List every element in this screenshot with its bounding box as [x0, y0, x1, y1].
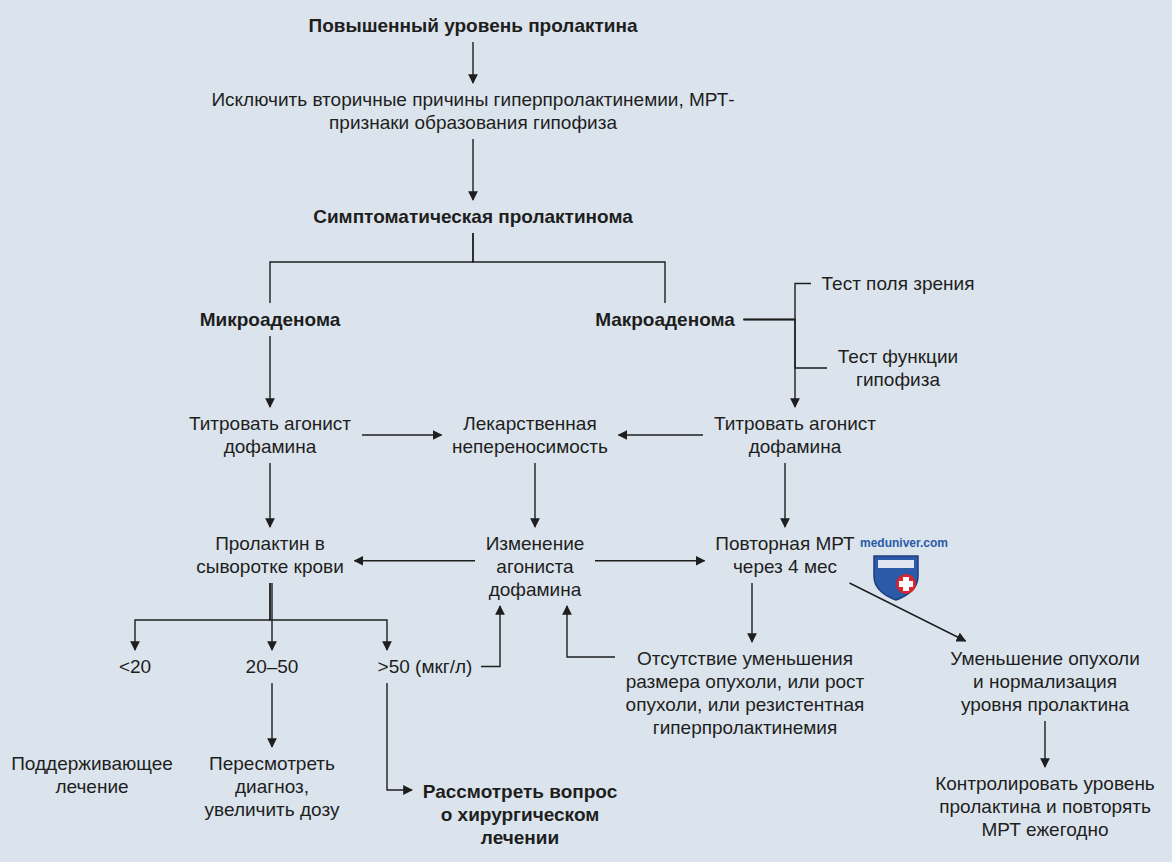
step-text: Микроаденома: [199, 308, 341, 331]
flow-step: Титровать агонист дофамина: [709, 410, 881, 460]
flow-step: Рассмотреть вопрос о хирургическом лечен…: [418, 778, 622, 851]
step-text: Повышенный уровень пролактина: [308, 14, 639, 37]
flow-arrow: [271, 683, 272, 747]
flow-step: Тест поля зрения: [817, 270, 979, 297]
flow-step: Микроаденома: [195, 306, 345, 333]
step-text: Симптоматическая пролактинома: [313, 205, 634, 228]
step-text: 20–50: [245, 655, 299, 678]
flow-arrow: [135, 583, 270, 650]
step-text: Титровать агонист дофамина: [713, 412, 877, 458]
watermark-logo: [874, 556, 918, 600]
step-text: Пролактин в сыворотке крови: [196, 532, 345, 578]
flow-arrow: [567, 606, 615, 657]
step-text: Титровать агонист дофамина: [188, 412, 352, 458]
flow-step: <20: [114, 653, 156, 680]
flow-step: Пролактин в сыворотке крови: [192, 530, 349, 580]
step-text: >50 (мкг/л): [377, 655, 473, 678]
logo-cross: [899, 577, 913, 591]
flow-step: Поддерживающее лечение: [7, 750, 178, 800]
flow-line: [473, 233, 665, 303]
flow-arrow: [751, 583, 752, 642]
flow-arrow: [619, 434, 704, 435]
flow-step: 20–50: [241, 653, 303, 680]
step-text: Отсутствие уменьшения размера опухоли, и…: [625, 647, 865, 739]
step-text: Лекарственная непереносимость: [452, 412, 609, 458]
flow-line: [744, 284, 812, 320]
flow-step: Уменьшение опухоли и нормализация уровня…: [946, 645, 1145, 718]
flow-step: Симптоматическая пролактинома: [309, 203, 638, 230]
flow-step: Контролировать уровень пролактина и повт…: [931, 770, 1160, 843]
step-text: Рассмотреть вопрос о хирургическом лечен…: [422, 780, 618, 849]
flow-step: Лекарственная непереносимость: [448, 410, 613, 460]
flow-arrow: [387, 683, 412, 790]
flow-arrow: [271, 583, 272, 650]
flow-step: Отсутствие уменьшения размера опухоли, и…: [621, 645, 869, 741]
step-text: Макроаденома: [595, 308, 736, 331]
step-text: Тест функции гипофиза: [837, 345, 959, 391]
step-text: Контролировать уровень пролактина и повт…: [935, 772, 1156, 841]
flow-step: Тест функции гипофиза: [833, 343, 963, 393]
flow-arrow: [362, 434, 442, 435]
step-text: Пересмотреть диагноз, увеличить дозу: [204, 752, 340, 821]
flow-arrow: [784, 463, 785, 527]
step-text: Изменение агониста дофамина: [485, 532, 585, 601]
flow-arrow: [481, 606, 500, 667]
flow-arrow: [269, 463, 270, 527]
flow-step: >50 (мкг/л): [373, 653, 477, 680]
flow-line: [744, 320, 828, 369]
flow-arrow: [744, 320, 796, 408]
logo-circle: [896, 574, 916, 594]
flow-arrow: [355, 560, 476, 561]
flow-step: Макроаденома: [591, 306, 740, 333]
flow-step: Повышенный уровень пролактина: [304, 12, 643, 39]
flow-arrow: [472, 42, 473, 83]
flow-arrow: [850, 583, 966, 641]
logo-shield: [874, 556, 918, 600]
flow-arrow: [270, 583, 387, 650]
flow-step: Повторная МРТ через 4 мес: [711, 530, 860, 580]
flow-step: Титровать агонист дофамина: [184, 410, 356, 460]
flow-arrow: [269, 336, 270, 407]
flow-step: Изменение агониста дофамина: [481, 530, 589, 603]
step-text: Поддерживающее лечение: [11, 752, 174, 798]
flow-arrow: [472, 139, 473, 200]
logo-band: [878, 560, 914, 568]
step-text: <20: [118, 655, 152, 678]
step-text: Повторная МРТ через 4 мес: [715, 532, 856, 578]
flow-line: [270, 233, 473, 303]
step-text: Исключить вторичные причины гиперпролакт…: [211, 88, 736, 134]
flow-arrow: [595, 560, 705, 561]
flow-step: Пересмотреть диагноз, увеличить дозу: [200, 750, 344, 823]
flow-step: Исключить вторичные причины гиперпролакт…: [207, 86, 740, 136]
flow-arrow: [1044, 721, 1045, 767]
flow-arrow: [534, 463, 535, 527]
step-text: Уменьшение опухоли и нормализация уровня…: [950, 647, 1141, 716]
watermark-text: meduniver.com: [860, 536, 948, 550]
step-text: Тест поля зрения: [821, 272, 975, 295]
